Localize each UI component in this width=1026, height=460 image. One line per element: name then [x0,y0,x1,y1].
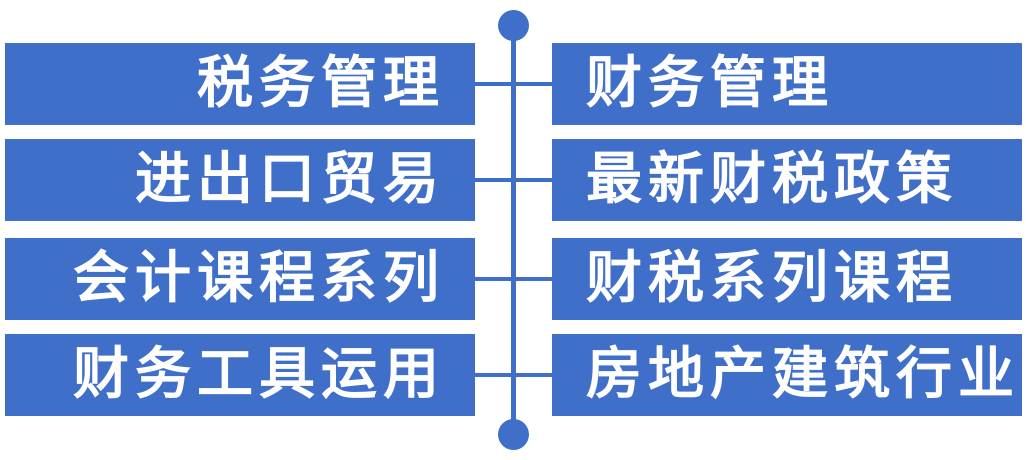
category-box-accounting-courses[interactable]: 会计课程系列 [5,238,475,320]
category-box-tax-courses[interactable]: 财税系列课程 [552,238,1022,320]
connector-row-2 [470,178,556,182]
category-box-tax-management[interactable]: 税务管理 [5,43,475,125]
spine-top-dot [498,10,529,41]
connector-row-4 [470,373,556,377]
category-box-finance-tools[interactable]: 财务工具运用 [5,334,475,416]
spine-bottom-dot [498,419,529,450]
center-spine-line [511,26,516,434]
connector-row-3 [470,277,556,281]
category-box-latest-tax-policy[interactable]: 最新财税政策 [552,139,1022,221]
category-box-real-estate-construction[interactable]: 房地产建筑行业 [552,334,1022,416]
connector-row-1 [470,82,556,86]
category-box-import-export-trade[interactable]: 进出口贸易 [5,139,475,221]
category-box-financial-management[interactable]: 财务管理 [552,43,1022,125]
